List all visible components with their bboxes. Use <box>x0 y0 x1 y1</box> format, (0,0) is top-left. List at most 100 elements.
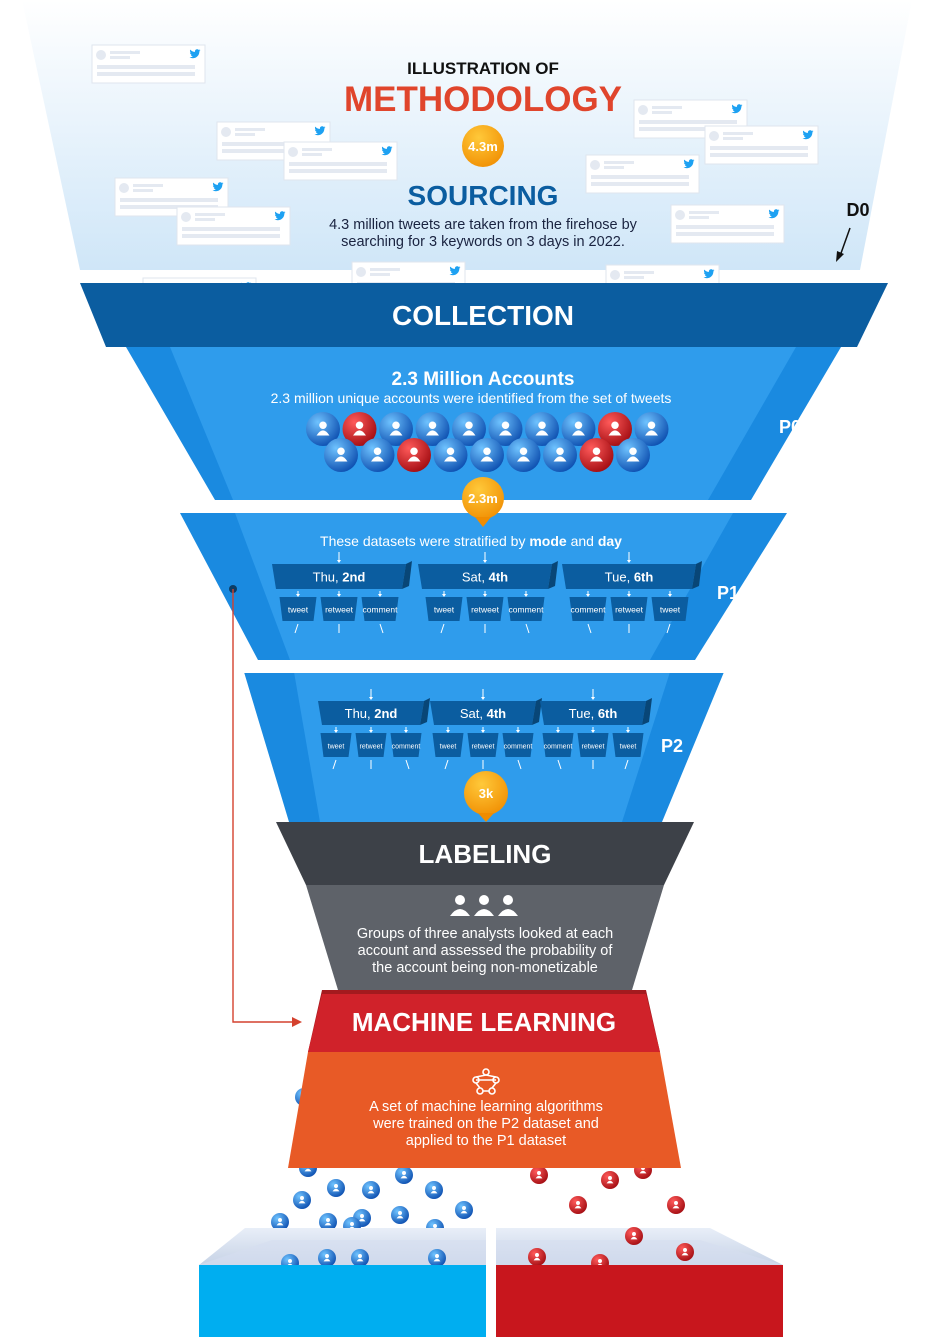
user-icon <box>561 412 596 446</box>
p1-desc: These datasets were stratified by mode a… <box>320 533 622 549</box>
user-icon <box>415 412 450 446</box>
mode-label: tweet <box>620 744 637 751</box>
tweet-card <box>704 125 819 165</box>
mode-label: comment <box>504 744 533 751</box>
mode-label: retweet <box>582 744 605 751</box>
mode-block <box>502 733 534 757</box>
p0-title: 2.3 Million Accounts <box>392 369 575 390</box>
day-block <box>418 564 552 589</box>
user-icon <box>579 438 614 472</box>
day-block <box>430 701 536 725</box>
stage-label-d0: D0 <box>846 200 869 220</box>
user-icon <box>351 1249 369 1267</box>
red-bin-front <box>496 1265 783 1337</box>
user-icon <box>528 1248 546 1266</box>
user-icon <box>360 438 395 472</box>
three-users-icon <box>450 895 518 916</box>
p2-badge <box>464 771 508 815</box>
mode-label: comment <box>363 605 399 615</box>
labeling-band <box>276 822 694 885</box>
stage-label-p2: P2 <box>661 736 683 756</box>
user-icon <box>324 438 358 472</box>
labeling-desc-line2: account and assessed the probability of <box>358 943 614 959</box>
sourcing-badge-label: 4.3m <box>468 139 498 154</box>
p0-desc: 2.3 million unique accounts were identif… <box>271 390 672 406</box>
tweet-card <box>283 141 398 181</box>
day-block <box>540 701 646 725</box>
user-icon <box>601 1171 619 1189</box>
mode-block <box>569 597 607 621</box>
day-label: Sat, 4th <box>460 706 506 721</box>
mode-block <box>432 733 464 757</box>
mode-block <box>651 597 689 621</box>
mode-label: retweet <box>325 605 354 615</box>
mode-label: retweet <box>615 605 644 615</box>
sourcing-badge <box>462 125 504 167</box>
mode-block <box>612 733 644 757</box>
day-group: Sat, 4th tweet retweet comment <box>430 689 542 770</box>
p2-top-line <box>244 670 724 673</box>
user-icon <box>569 1196 587 1214</box>
user-icon <box>598 412 632 446</box>
collection-title: COLLECTION <box>392 300 574 331</box>
sourcing-desc-line1: 4.3 million tweets are taken from the fi… <box>329 217 638 233</box>
ml-title: MACHINE LEARNING <box>352 1007 616 1037</box>
mode-label: comment <box>392 744 421 751</box>
p1-badge <box>462 477 504 519</box>
mode-block <box>361 597 399 621</box>
user-icon <box>488 412 523 446</box>
mode-block <box>279 597 317 621</box>
d0-arrow <box>839 227 851 257</box>
ml-section <box>288 1052 681 1168</box>
red-bin <box>496 1228 783 1265</box>
d0-arrow-head <box>836 251 844 262</box>
day-block <box>318 701 424 725</box>
stage-label-p0: P0 <box>779 417 801 437</box>
user-icon <box>470 438 504 472</box>
sourcing-desc-line2: searching for 3 keywords on 3 days in 20… <box>341 234 625 250</box>
user-icon <box>318 1249 336 1267</box>
mode-label: tweet <box>434 605 455 615</box>
user-icon <box>676 1243 694 1261</box>
user-icon <box>525 412 559 446</box>
mode-label: tweet <box>328 744 345 751</box>
tweet-card <box>91 44 206 84</box>
user-icon <box>391 1206 409 1224</box>
mode-label: comment <box>571 605 607 615</box>
labeling-desc-line3: the account being non-monetizable <box>372 960 598 976</box>
mode-label: tweet <box>288 605 309 615</box>
day-block <box>562 564 696 589</box>
p2-badge-label: 3k <box>479 786 494 801</box>
blue-bin <box>199 1228 486 1265</box>
mode-block <box>507 597 545 621</box>
user-icon <box>342 412 377 446</box>
ml-desc-line1: A set of machine learning algorithms <box>369 1099 603 1115</box>
mode-label: retweet <box>472 744 495 751</box>
p2-badge-pointer <box>478 813 494 822</box>
user-icon <box>634 412 669 446</box>
user-icon <box>455 1201 473 1219</box>
user-icon <box>433 438 468 472</box>
mode-label: tweet <box>660 605 681 615</box>
user-icon <box>625 1227 643 1245</box>
user-icon <box>271 1213 289 1231</box>
mode-block <box>542 733 574 757</box>
ml-band <box>308 994 660 1052</box>
day-label: Thu, 2nd <box>313 570 366 585</box>
mode-block <box>390 733 422 757</box>
mode-label: tweet <box>440 744 457 751</box>
mode-block <box>355 733 387 757</box>
mode-label: retweet <box>360 744 383 751</box>
sourcing-title: SOURCING <box>408 180 559 211</box>
network-icon <box>472 1068 500 1095</box>
mode-block <box>610 597 648 621</box>
mode-block <box>577 733 609 757</box>
day-label: Sat, 4th <box>462 570 508 585</box>
mode-label: comment <box>509 605 545 615</box>
user-icon <box>425 1181 443 1199</box>
